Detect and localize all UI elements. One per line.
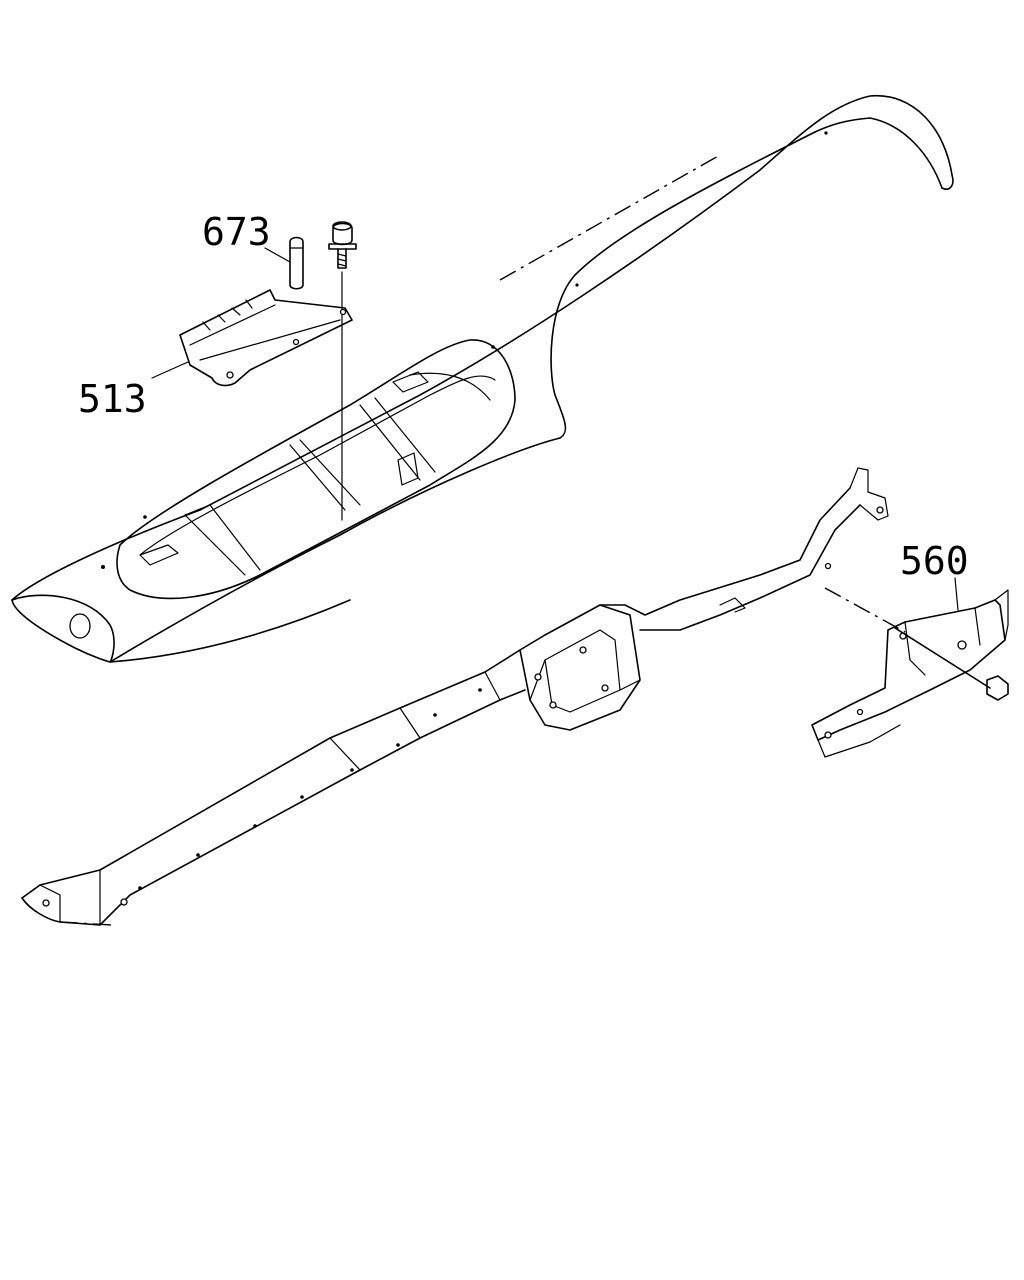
vent-hole-icon — [69, 613, 91, 639]
callout-560: 560 — [900, 539, 969, 583]
panel-slot — [397, 452, 419, 486]
callout-513: 513 — [78, 377, 147, 421]
nut-icon — [986, 675, 1009, 701]
bracket-513 — [151, 289, 353, 387]
bracket-560 — [811, 577, 1009, 758]
instrument-panel — [11, 95, 954, 663]
callout-673: 673 — [202, 210, 271, 254]
panel-slot — [392, 371, 429, 393]
panel-slot — [139, 544, 179, 566]
clip-673 — [264, 236, 304, 290]
cross-car-beam — [21, 467, 906, 926]
